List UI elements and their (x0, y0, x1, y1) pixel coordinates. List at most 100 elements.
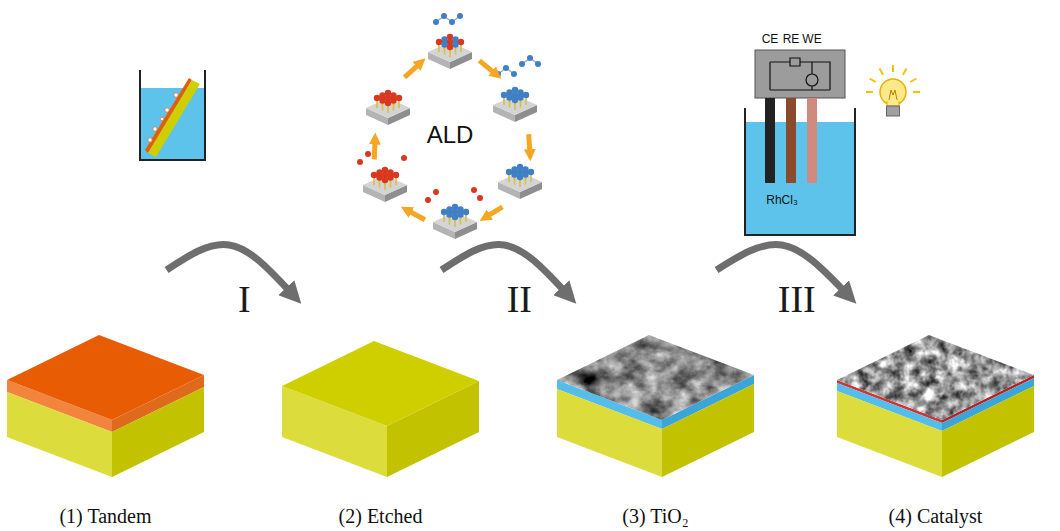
molecule (523, 92, 529, 98)
electrolyte (746, 122, 854, 234)
meter-symbol (806, 74, 818, 86)
potentiostat (755, 50, 845, 98)
precursor-molecule (511, 71, 517, 77)
layered-substrate (282, 335, 479, 485)
ray (913, 91, 920, 93)
precursor-bond (436, 16, 460, 22)
ray (903, 69, 907, 75)
precursor-molecule (535, 61, 541, 67)
substrate-top (428, 42, 472, 62)
electrode-name: WE (802, 33, 821, 46)
sample-top-layer (145, 78, 192, 153)
molecule (376, 174, 382, 180)
molecule (446, 211, 452, 217)
etching-beaker (140, 70, 205, 160)
molecule (511, 171, 517, 177)
sample-stage: (4) Catalyst (837, 265, 1034, 531)
molecule (374, 95, 380, 101)
ray (910, 79, 916, 83)
molecule (506, 94, 512, 100)
ald-step (498, 164, 542, 199)
stage-label: (4) Catalyst (889, 505, 983, 528)
layered-substrate (557, 335, 754, 485)
byproduct-molecule (477, 195, 483, 201)
bubble (165, 108, 169, 112)
electrodeposition-cell (745, 50, 855, 235)
ald-step (428, 13, 472, 69)
cycle-arrow (410, 212, 425, 220)
bubble (153, 127, 157, 131)
molecule (396, 95, 402, 101)
light-bulb (866, 65, 920, 116)
precursor-molecule (449, 19, 455, 25)
cycle-arrow (404, 65, 418, 77)
sample-substrate (148, 80, 200, 157)
circuit-symbol (770, 58, 830, 90)
molecule (457, 211, 463, 217)
process-arrow (167, 245, 288, 290)
cycle-arrow (479, 61, 493, 73)
filament (889, 90, 897, 100)
sample-stage: (2) Etched (282, 265, 479, 531)
layered-substrate (837, 335, 1034, 485)
molecule (390, 97, 396, 103)
ald-step (425, 187, 483, 239)
electrolyte-name: RhCl₃ (766, 194, 798, 207)
substrate-top (433, 212, 477, 232)
precursor-molecule (519, 61, 525, 67)
counter-electrode (765, 98, 775, 183)
precursor-molecule (503, 65, 509, 71)
sample-surface (282, 341, 479, 426)
molecule (452, 41, 458, 47)
cycle-arrow (372, 142, 378, 159)
ald-cycle (357, 13, 542, 239)
precursor-molecule (457, 13, 463, 19)
step-numeral: II (507, 279, 532, 321)
molecule (501, 92, 507, 98)
molecule (452, 214, 458, 220)
molecule (441, 41, 447, 47)
stage-label: (2) Etched (339, 505, 423, 528)
ray (892, 65, 894, 72)
ald-step (493, 55, 541, 122)
bubble (148, 138, 152, 142)
molecule (371, 172, 377, 178)
molecule (463, 209, 469, 215)
byproduct-molecule (357, 159, 363, 165)
cycle-arrow (488, 207, 502, 216)
molecule (506, 169, 512, 175)
molecule (447, 44, 453, 50)
ald-step (357, 151, 407, 202)
process-arrow (442, 245, 563, 290)
bulb-base (887, 106, 900, 116)
molecule (436, 39, 442, 45)
ray (870, 79, 876, 83)
cycle-arrow (529, 134, 530, 151)
substrate-top (366, 98, 410, 118)
substrate-top (363, 175, 407, 195)
sample-surface (7, 335, 204, 420)
step-numeral: I (238, 279, 251, 321)
molecule (441, 209, 447, 215)
molecule (382, 177, 388, 183)
sample-stage: (3) TiO₂ (557, 265, 754, 531)
precursor-molecule (441, 13, 447, 19)
stage-label: (1) Tandem (59, 505, 151, 528)
bulb-glass (880, 79, 906, 105)
substrate-top (493, 95, 537, 115)
stage-label: (3) TiO₂ (622, 505, 688, 528)
molecule (512, 97, 518, 103)
sample-surface (557, 335, 754, 420)
molecule (385, 100, 391, 106)
sample-surface (837, 335, 1034, 420)
reference-electrode (786, 98, 796, 183)
molecule (458, 39, 464, 45)
byproduct-molecule (471, 187, 477, 193)
bulb-neck (887, 101, 899, 106)
substrate-top (498, 172, 542, 192)
working-electrode (807, 98, 817, 183)
molecule (528, 169, 534, 175)
sample-stage: (1) Tandem (7, 265, 204, 531)
byproduct-molecule (365, 151, 371, 157)
